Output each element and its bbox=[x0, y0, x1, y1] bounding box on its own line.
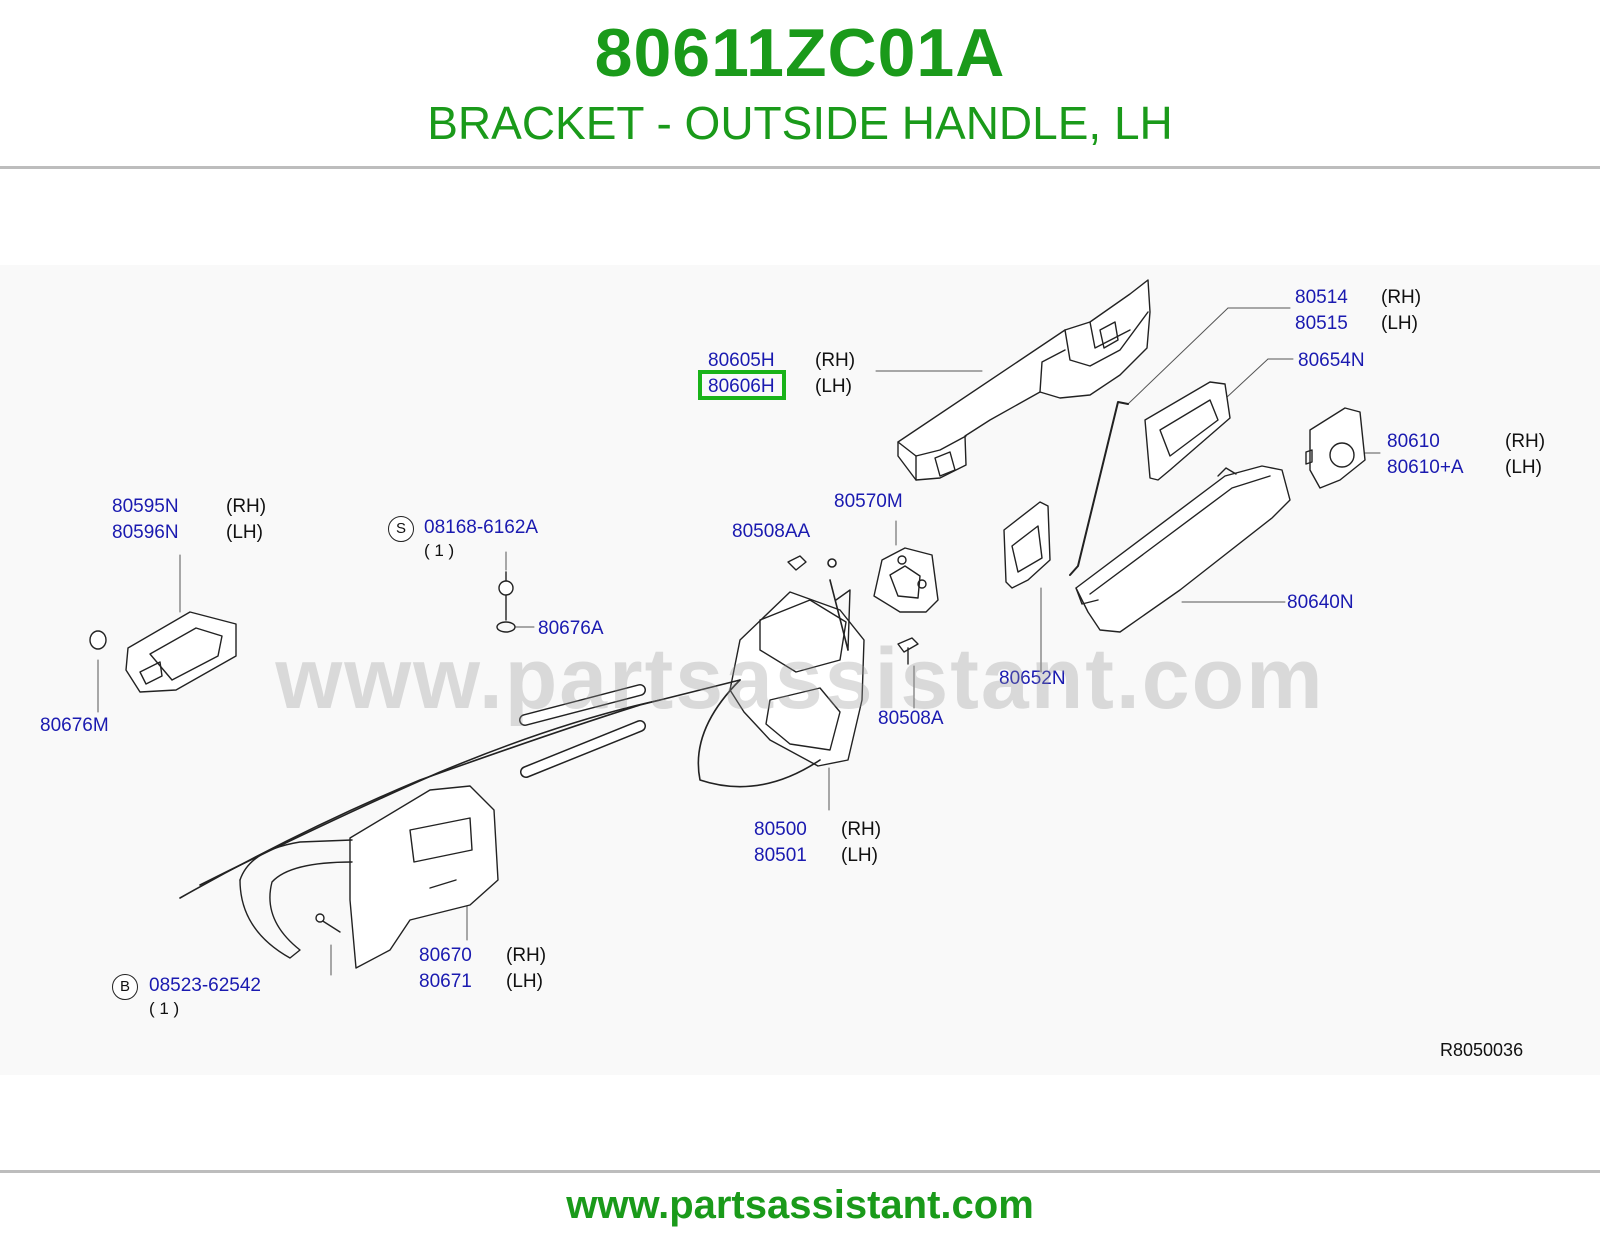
side-rh-label: (RH) bbox=[1505, 431, 1546, 452]
symbol-b-circle: B bbox=[112, 974, 138, 1000]
part-label-80610a[interactable]: 80610+A bbox=[1387, 457, 1464, 478]
part-label-80500[interactable]: 80500 bbox=[754, 819, 807, 840]
highlighted-part-box bbox=[698, 370, 786, 400]
part-label-80570m[interactable]: 80570M bbox=[834, 491, 903, 512]
side-lh-label: (LH) bbox=[226, 522, 263, 543]
symbol-s-circle: S bbox=[388, 516, 414, 542]
part-description: BRACKET - OUTSIDE HANDLE, LH bbox=[427, 97, 1173, 149]
part-label-80595n[interactable]: 80595N bbox=[112, 496, 179, 517]
side-lh-label: (LH) bbox=[1505, 457, 1542, 478]
escutcheon-drawing bbox=[1003, 501, 1051, 589]
quantity-label: ( 1 ) bbox=[424, 541, 455, 560]
part-label-80606h[interactable]: 80606H bbox=[708, 376, 775, 397]
inside-handle-drawing bbox=[125, 611, 237, 693]
part-label-80508aa[interactable]: 80508AA bbox=[732, 521, 811, 542]
key-cap-drawing bbox=[1305, 407, 1366, 489]
bolt-drawings bbox=[89, 555, 919, 933]
side-rh-label: (RH) bbox=[1381, 287, 1422, 308]
part-label-80671[interactable]: 80671 bbox=[419, 971, 472, 992]
cable-drawings bbox=[179, 558, 849, 899]
side-lh-label: (LH) bbox=[815, 376, 852, 397]
part-label-08523-62542[interactable]: 08523-62542 bbox=[149, 975, 261, 996]
outside-handle-drawing bbox=[897, 279, 1151, 481]
part-label-80654n[interactable]: 80654N bbox=[1298, 350, 1365, 371]
part-label-80670[interactable]: 80670 bbox=[419, 945, 472, 966]
watermark-text: www.partsassistant.com bbox=[275, 631, 1325, 727]
footer-divider bbox=[0, 1170, 1600, 1173]
diagram-reference-code: R8050036 bbox=[1440, 1040, 1524, 1060]
side-rh-label: (RH) bbox=[841, 819, 882, 840]
part-number-title: 80611ZC01A bbox=[594, 15, 1006, 91]
page-header: 80611ZC01A BRACKET - OUTSIDE HANDLE, LH bbox=[0, 0, 1600, 170]
part-label-80652n[interactable]: 80652N bbox=[999, 668, 1066, 689]
door-lock-drawing bbox=[729, 589, 865, 767]
part-label-80605h[interactable]: 80605H bbox=[708, 350, 775, 371]
handle-grip-drawing bbox=[1075, 465, 1291, 633]
side-lh-label: (LH) bbox=[841, 845, 878, 866]
side-rh-label: (RH) bbox=[226, 496, 267, 517]
side-rh-label: (RH) bbox=[506, 945, 547, 966]
side-lh-label: (LH) bbox=[506, 971, 543, 992]
part-label-80515[interactable]: 80515 bbox=[1295, 313, 1348, 334]
side-lh-label: (LH) bbox=[1381, 313, 1418, 334]
part-label-80676m[interactable]: 80676M bbox=[40, 715, 109, 736]
part-label-08168-6162a[interactable]: 08168-6162A bbox=[424, 517, 539, 538]
rod-drawing bbox=[1069, 401, 1129, 576]
part-label-80640n[interactable]: 80640N bbox=[1287, 592, 1354, 613]
footer-website-link[interactable]: www.partsassistant.com bbox=[566, 1183, 1034, 1227]
quantity-label: ( 1 ) bbox=[149, 999, 180, 1018]
part-label-80610[interactable]: 80610 bbox=[1387, 431, 1440, 452]
striker-drawing bbox=[873, 547, 939, 613]
part-label-80501[interactable]: 80501 bbox=[754, 845, 807, 866]
part-label-80508a[interactable]: 80508A bbox=[878, 708, 944, 729]
header-divider bbox=[0, 166, 1600, 169]
gasket-drawing bbox=[1144, 381, 1231, 481]
part-label-80676a[interactable]: 80676A bbox=[538, 618, 604, 639]
side-rh-label: (RH) bbox=[815, 350, 856, 371]
part-label-80596n[interactable]: 80596N bbox=[112, 522, 179, 543]
remote-control-drawing bbox=[239, 785, 499, 969]
part-label-80514[interactable]: 80514 bbox=[1295, 287, 1348, 308]
